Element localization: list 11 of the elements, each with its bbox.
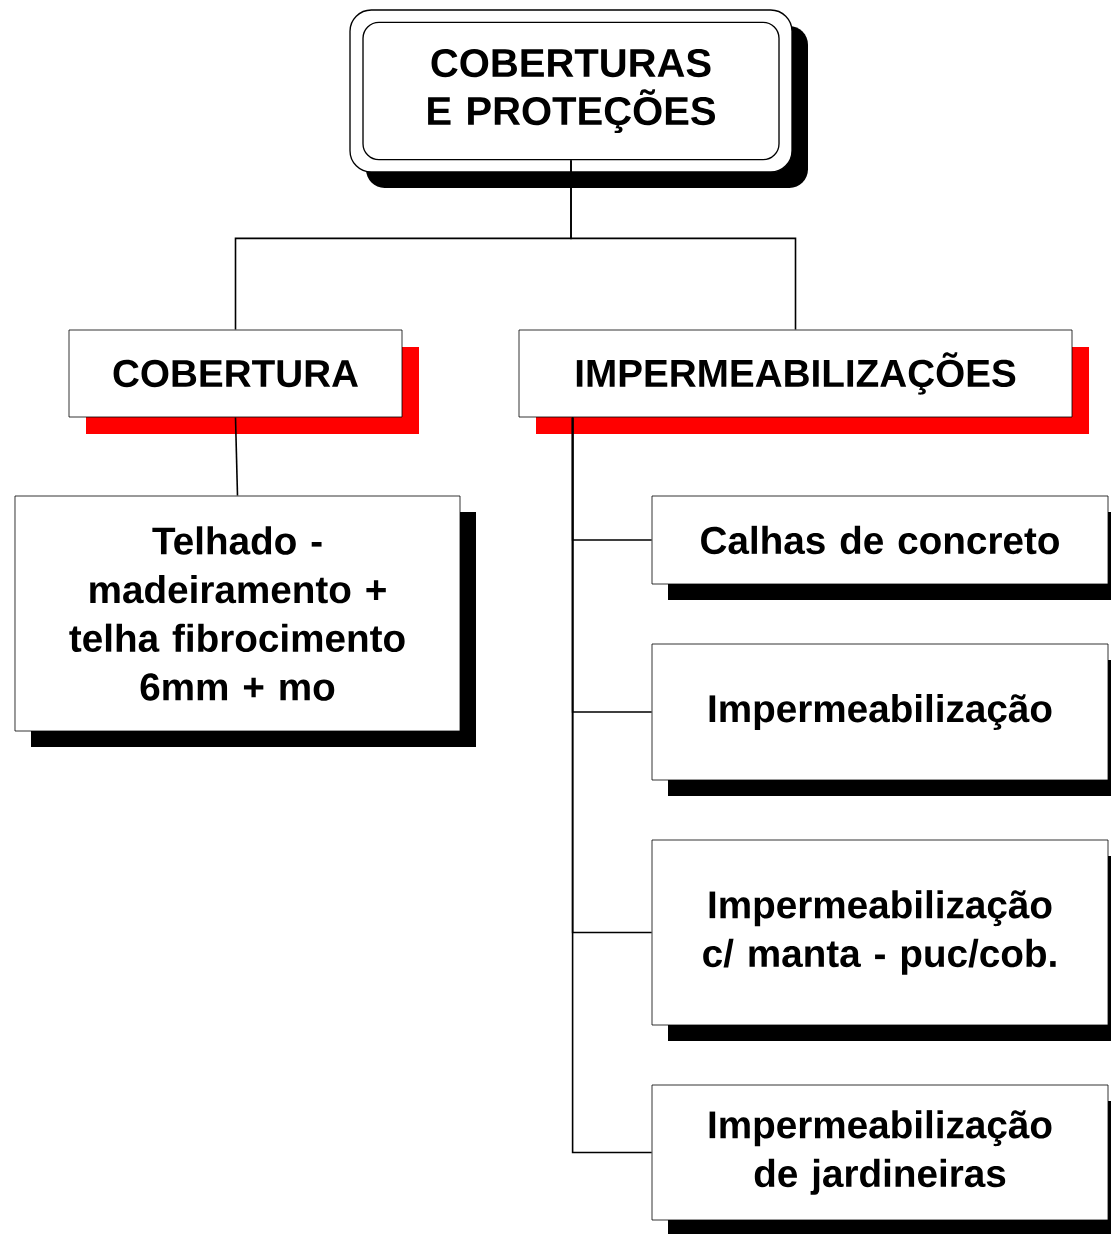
connector-line: [570, 159, 797, 331]
item-box: Impermeabilização c/ manta - puc/cob.: [651, 839, 1111, 1041]
item-box: Telhado - madeiramento + telha fibrocimento 6mm + mo: [14, 495, 476, 747]
category-box: IMPERMEABILIZAÇÕES: [518, 329, 1089, 434]
item-box: Impermeabilização: [651, 643, 1111, 796]
item-box: Impermeabilização de jardineiras: [651, 1084, 1111, 1234]
connector-line: [571, 416, 653, 1154]
category-box: COBERTURA: [68, 329, 419, 434]
item-box: Calhas de concreto: [651, 495, 1111, 600]
connector-line: [234, 416, 239, 497]
title-box: COBERTURAS E PROTEÇÕES: [349, 9, 808, 188]
